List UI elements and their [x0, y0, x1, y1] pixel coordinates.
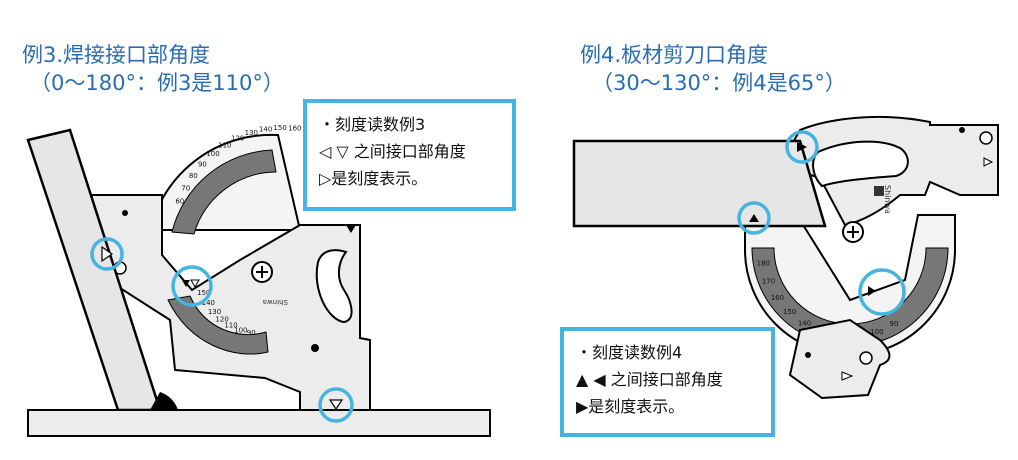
scale-tick-label: 90 — [247, 329, 256, 337]
protractor-band — [751, 247, 949, 347]
example3-note-line2: ◁ ▽ 之间接口部角度 — [319, 142, 466, 161]
joint-angle-wedge — [150, 392, 178, 410]
scale-tick-label: 150 — [273, 124, 286, 132]
highlight-circle-reading — [171, 265, 213, 307]
scale-tick-label: 160 — [771, 294, 784, 302]
curved-slot — [812, 140, 909, 188]
scale-tick-label: 100 — [234, 326, 247, 334]
scale-tick-label: 140 — [202, 299, 215, 307]
highlight-circle-bottom-mark — [318, 387, 354, 423]
svg-text:Shinwa: Shinwa — [263, 298, 288, 306]
example4-note-box: ・刻度读数例4 ▲ ◀ 之间接口部角度 ▶是刻度表示。 — [560, 327, 775, 437]
highlight-circle-reading — [858, 268, 906, 316]
example4-note-line1: ・刻度读数例4 — [576, 343, 683, 362]
workpiece-base-plate — [27, 409, 491, 437]
scale-tick-label: 170 — [762, 277, 775, 285]
scale-tick-label: 130 — [245, 129, 258, 137]
mark-triangle — [346, 225, 356, 233]
example3-subtitle: （0〜180°：例3是110°） — [30, 71, 284, 95]
scale-tick-label: 70 — [181, 184, 190, 192]
scale-tick-label: 80 — [189, 172, 198, 180]
highlight-circle-left-mark — [737, 201, 771, 235]
mount-hole — [859, 351, 873, 365]
example3-title: 例3.焊接接口部角度 — [22, 43, 211, 67]
scale-tick-label: 180 — [757, 259, 770, 267]
example4-title: 例4.板材剪刀口角度 — [580, 43, 769, 67]
example4-subtitle: （30〜130°：例4是65°） — [592, 71, 846, 95]
protractor-lower-band — [167, 295, 269, 355]
example4-note-line2: ▲ ◀ 之间接口部角度 — [576, 370, 723, 389]
example4-note-line3: ▶是刻度表示。 — [576, 397, 685, 416]
example4-drawing: 18017016015014013012011010090 Shinwa — [572, 115, 999, 400]
svg-text:Shinwa: Shinwa — [883, 185, 892, 214]
scale-tick-label: 150 — [197, 289, 210, 297]
scale-tick-label: 120 — [215, 316, 228, 324]
scale-tick-label: 110 — [224, 322, 237, 330]
scale-tick-label: 130 — [208, 308, 221, 316]
scale-tick-label: 140 — [259, 126, 272, 134]
scale-tick-label: 60 — [175, 198, 184, 206]
scale-tick-label: 120 — [231, 135, 244, 143]
scale-tick-label: 90 — [890, 320, 899, 328]
protractor-upper-band — [171, 149, 277, 235]
scale-tick-label: 100 — [206, 150, 219, 158]
scale-tick-label: 150 — [783, 308, 796, 316]
scale-tick-label: 110 — [218, 142, 231, 150]
scale-tick-label: 160 — [288, 124, 301, 132]
mount-hole — [979, 131, 993, 145]
slot-cutout — [315, 249, 353, 324]
highlight-circle-top-mark — [785, 130, 819, 164]
gauge-lower-arm — [788, 318, 891, 400]
gauge-body — [91, 194, 371, 411]
scale-tick-label: 90 — [198, 160, 207, 168]
example3-note-line1: ・刻度读数例3 — [319, 115, 426, 134]
example3-note-box: ・刻度读数例3 ◁ ▽ 之间接口部角度 ▷是刻度表示。 — [303, 99, 516, 211]
scale-tick-label: 140 — [798, 319, 811, 327]
scale-tick-label: 100 — [870, 328, 883, 336]
example3-drawing: 60708090100110120130140150160170180 9010… — [26, 124, 491, 437]
highlight-circle-left-mark — [90, 237, 124, 271]
example3-note-line3: ▷是刻度表示。 — [319, 169, 428, 188]
